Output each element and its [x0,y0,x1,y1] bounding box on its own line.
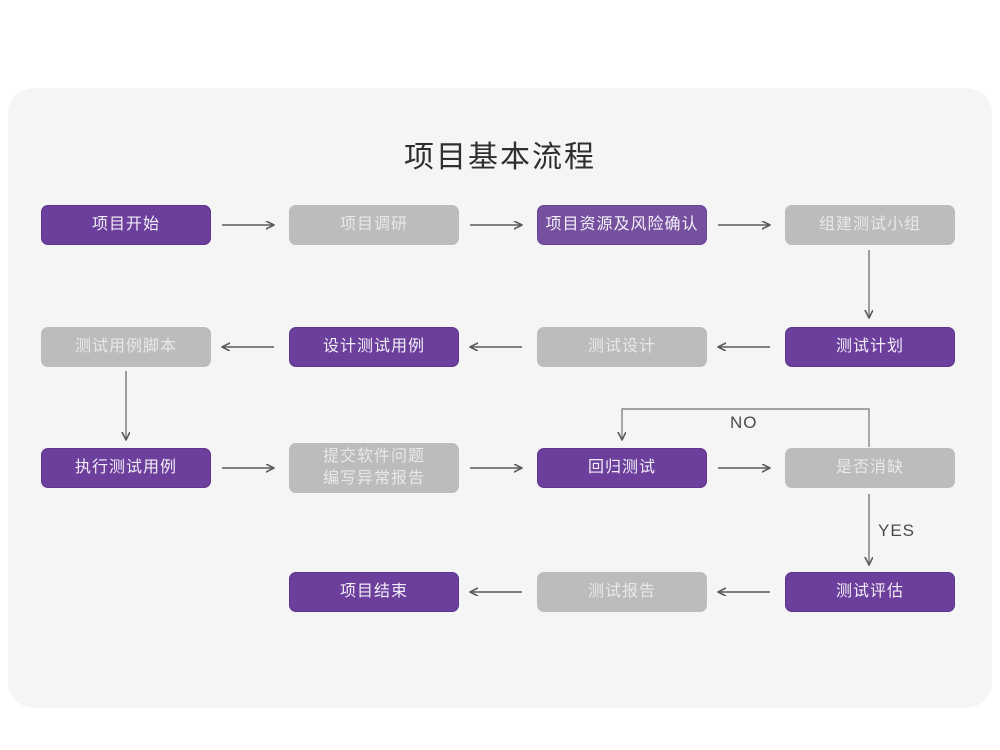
node-project-end[interactable]: 项目结束 [289,572,459,612]
edge-label-no: NO [730,413,758,432]
node-test-case-script[interactable]: 测试用例脚本 [41,327,211,367]
node-test-plan[interactable]: 测试计划 [785,327,955,367]
node-form-test-team[interactable]: 组建测试小组 [785,205,955,245]
node-test-design[interactable]: 测试设计 [537,327,707,367]
node-regression-test[interactable]: 回归测试 [537,448,707,488]
diagram-card [8,88,992,708]
node-project-research[interactable]: 项目调研 [289,205,459,245]
node-execute-test-case[interactable]: 执行测试用例 [41,448,211,488]
node-project-start[interactable]: 项目开始 [41,205,211,245]
node-submit-defect-report[interactable]: 提交软件问题 编写异常报告 [289,443,459,493]
node-resource-risk-confirm[interactable]: 项目资源及风险确认 [537,205,707,245]
node-design-test-case[interactable]: 设计测试用例 [289,327,459,367]
page-title: 项目基本流程 [404,141,596,174]
node-defect-resolved[interactable]: 是否消缺 [785,448,955,488]
edge-label-yes: YES [878,521,916,540]
node-test-report[interactable]: 测试报告 [537,572,707,612]
node-test-evaluation[interactable]: 测试评估 [785,572,955,612]
